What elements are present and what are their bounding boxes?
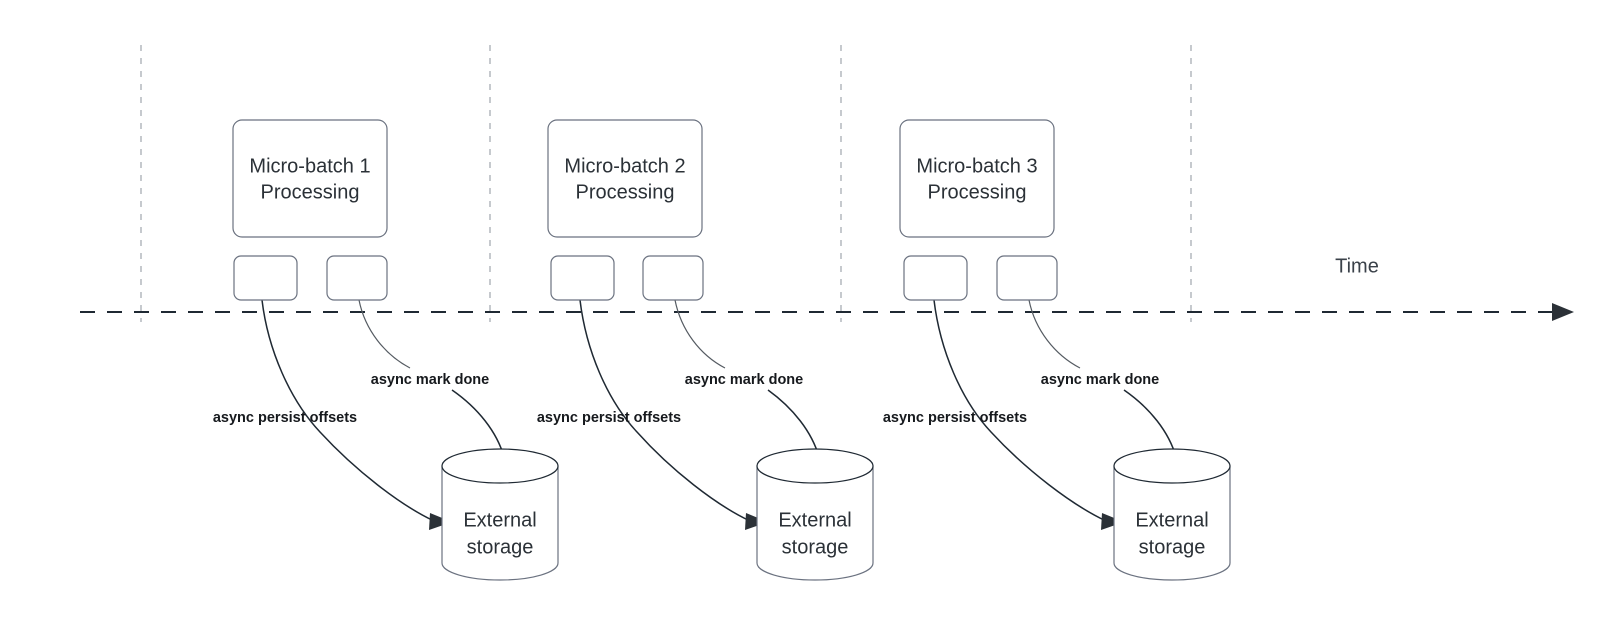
microbatch-group-1: Micro-batch 1 Processing External storag… [213, 119, 559, 581]
persist-offsets-arrowhead-1 [429, 513, 452, 530]
storage-label-line1-1: External [463, 509, 536, 531]
microbatch-box-shape-2 [547, 119, 703, 238]
external-storage-cylinder-2[interactable]: External storage [756, 448, 874, 581]
storage-label-line2-3: storage [1139, 536, 1206, 558]
mark-done-task-box-3[interactable] [996, 255, 1058, 301]
persist-offsets-arrowhead-3 [1101, 513, 1124, 530]
mark-done-curve-2-lower [767, 389, 820, 458]
persist-offsets-edge-label-2: async persist offsets [537, 410, 681, 426]
storage-label-line1-2: External [778, 509, 851, 531]
persist-offsets-task-box-3[interactable] [903, 255, 968, 301]
storage-body-shape-1 [441, 465, 559, 581]
microbatch-box-label-line2-2: Processing [576, 181, 675, 203]
microbatch-processing-box-3[interactable]: Micro-batch 3 Processing [899, 119, 1055, 238]
mark-done-curve-3-upper [1028, 299, 1081, 369]
persist-offsets-curve-2 [579, 299, 751, 522]
external-storage-cylinder-3[interactable]: External storage [1113, 448, 1231, 581]
storage-top-ellipse-1 [441, 448, 559, 484]
persist-offsets-edge-label-3: async persist offsets [883, 410, 1027, 426]
microbatch-group-2: Micro-batch 2 Processing External storag… [537, 119, 874, 581]
mark-done-task-box-1[interactable] [326, 255, 388, 301]
time-axis-label: Time [1335, 255, 1379, 277]
microbatch-processing-box-2[interactable]: Micro-batch 2 Processing [547, 119, 703, 238]
mark-done-edge-label-3: async mark done [1041, 372, 1159, 388]
mark-done-curve-2-upper [674, 299, 726, 369]
mark-done-task-box-2[interactable] [642, 255, 704, 301]
mark-done-curve-1-lower [451, 389, 505, 458]
external-storage-cylinder-1[interactable]: External storage [441, 448, 559, 581]
persist-offsets-task-box-2[interactable] [550, 255, 615, 301]
storage-label-line1-3: External [1135, 509, 1208, 531]
microbatch-box-label-line1-3: Micro-batch 3 [916, 155, 1037, 177]
persist-offsets-task-box-1[interactable] [233, 255, 298, 301]
microbatch-box-shape-3 [899, 119, 1055, 238]
mark-done-edge-label-1: async mark done [371, 372, 489, 388]
storage-label-line2-2: storage [782, 536, 849, 558]
storage-top-ellipse-3 [1113, 448, 1231, 484]
mark-done-curve-3-lower [1123, 389, 1177, 458]
microbatch-processing-box-1[interactable]: Micro-batch 1 Processing [232, 119, 388, 238]
microbatch-box-label-line1-2: Micro-batch 2 [564, 155, 685, 177]
persist-offsets-curve-3 [933, 299, 1107, 522]
timeline-arrowhead-icon [1552, 303, 1574, 321]
microbatch-box-label-line2-1: Processing [261, 181, 360, 203]
mark-done-edge-label-2: async mark done [685, 372, 803, 388]
microbatch-box-label-line1-1: Micro-batch 1 [249, 155, 370, 177]
storage-top-ellipse-2 [756, 448, 874, 484]
storage-label-line2-1: storage [467, 536, 534, 558]
storage-body-shape-3 [1113, 465, 1231, 581]
storage-body-shape-2 [756, 465, 874, 581]
microbatch-group-3: Micro-batch 3 Processing External storag… [883, 119, 1231, 581]
persist-offsets-edge-label-1: async persist offsets [213, 410, 357, 426]
microbatch-box-label-line2-3: Processing [928, 181, 1027, 203]
timeline-axis [80, 303, 1574, 321]
persist-offsets-curve-1 [261, 299, 435, 522]
mark-done-curve-1-upper [358, 299, 411, 369]
microbatch-box-shape-1 [232, 119, 388, 238]
